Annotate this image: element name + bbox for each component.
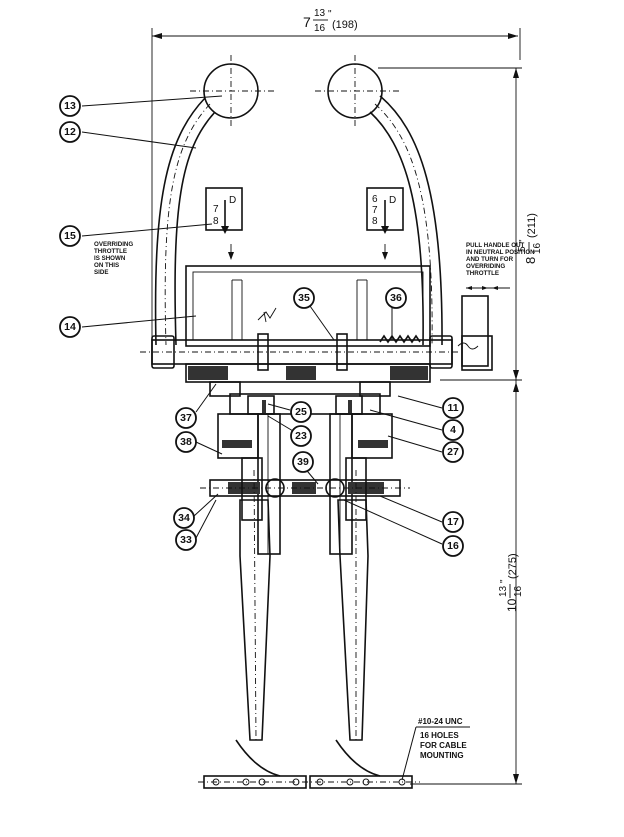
mount-line1: #10-24 UNC: [418, 717, 463, 726]
callout-39: 39: [292, 451, 314, 473]
width-whole: 7: [303, 14, 311, 30]
mount-line3: FOR CABLE: [420, 741, 467, 750]
pull-handle-note: PULL HANDLE OUT IN NEUTRAL POSITION AND …: [466, 242, 535, 277]
svg-text:17: 17: [447, 516, 459, 528]
callout-38: 38: [175, 431, 197, 453]
pull-line2: IN NEUTRAL POSITION: [466, 249, 535, 256]
left-dial-8: 8: [213, 216, 219, 227]
callout-15: 15: [59, 225, 81, 247]
svg-text:36: 36: [390, 292, 402, 304]
svg-text:4: 4: [450, 424, 456, 436]
svg-text:34: 34: [178, 512, 190, 524]
upper-den: 16: [532, 242, 543, 254]
svg-text:25: 25: [295, 406, 307, 418]
lower-num: 13: [498, 585, 509, 597]
overriding-line3: IS SHOWN: [94, 255, 126, 262]
callout-36: 36: [385, 287, 407, 309]
svg-text:39: 39: [297, 456, 309, 468]
callout-11: 11: [442, 397, 464, 419]
right-dial-7: 7: [372, 205, 378, 216]
upper-num: 5: [517, 246, 528, 252]
width-dimension: 7 13 16 " (198): [151, 8, 521, 345]
svg-text:15: 15: [64, 230, 76, 242]
svg-text:14: 14: [64, 321, 76, 333]
pull-handle-detail: [457, 286, 510, 371]
pull-line4: OVERRIDING: [466, 263, 505, 270]
pull-line1: PULL HANDLE OUT: [466, 242, 525, 249]
upper-whole: 8: [523, 257, 538, 264]
left-dial-7: 7: [213, 204, 219, 215]
overriding-line1: OVERRIDING: [94, 241, 133, 248]
width-num: 13: [314, 8, 326, 19]
upper-height-dimension: 8 5 16 " (211): [378, 67, 543, 380]
right-dial-d: D: [389, 195, 396, 206]
lower-mechanism: [200, 393, 410, 555]
callout-34: 34: [173, 507, 195, 529]
lower-den: 16: [513, 585, 524, 597]
right-dial-6: 6: [372, 194, 378, 205]
right-lever: [335, 470, 381, 777]
svg-text:11: 11: [447, 402, 458, 414]
mounting-note: #10-24 UNC 16 HOLES FOR CABLE MOUNTING: [401, 717, 470, 781]
svg-text:27: 27: [447, 446, 459, 458]
right-position-dial: 6 D 7 8: [366, 187, 404, 260]
callout-25: 25: [290, 401, 312, 423]
svg-text:23: 23: [295, 430, 307, 442]
upper-unit: ": [518, 239, 529, 243]
callout-33: 33: [175, 529, 197, 551]
mounting-base: [198, 775, 420, 789]
lower-height-dimension: 10 13 16 " (275): [410, 379, 524, 785]
width-metric: (198): [332, 19, 358, 31]
upper-metric: (211): [526, 213, 538, 238]
callout-14: 14: [59, 316, 81, 338]
pull-line3: AND TURN FOR: [466, 256, 514, 263]
svg-text:16: 16: [447, 540, 459, 552]
overriding-line5: SIDE: [94, 269, 108, 276]
svg-text:13: 13: [64, 100, 76, 112]
svg-text:38: 38: [180, 436, 192, 448]
mount-line4: MOUNTING: [420, 751, 464, 760]
callout-17: 17: [442, 511, 464, 533]
callout-13: 13: [59, 95, 81, 117]
callout-35: 35: [293, 287, 315, 309]
lower-metric: (275): [507, 553, 519, 579]
width-unit: ": [328, 9, 332, 20]
callout-37: 37: [175, 407, 197, 429]
left-position-dial: D 7 8: [205, 187, 243, 260]
svg-text:35: 35: [298, 292, 310, 304]
overriding-line4: ON THIS: [94, 262, 119, 269]
callout-4: 4: [442, 419, 464, 441]
overriding-line2: THROTTLE: [94, 248, 127, 255]
overriding-note: OVERRIDING THROTTLE IS SHOWN ON THIS SID…: [94, 241, 133, 276]
right-dial-8: 8: [372, 216, 378, 227]
callout-12: 12: [59, 121, 81, 143]
left-lever: [235, 469, 281, 777]
pull-line5: THROTTLE: [466, 270, 499, 277]
lower-whole: 10: [505, 598, 519, 612]
base-section: [185, 363, 431, 397]
left-dial-d: D: [229, 195, 236, 206]
width-den: 16: [314, 23, 326, 34]
svg-text:33: 33: [180, 534, 192, 546]
callout-27: 27: [442, 441, 464, 463]
left-handle: [154, 55, 275, 346]
callout-16: 16: [442, 535, 464, 557]
mount-line2: 16 HOLES: [420, 731, 459, 740]
lower-unit: ": [499, 579, 510, 583]
svg-text:12: 12: [64, 126, 76, 138]
callout-23: 23: [290, 425, 312, 447]
svg-text:37: 37: [180, 412, 192, 424]
